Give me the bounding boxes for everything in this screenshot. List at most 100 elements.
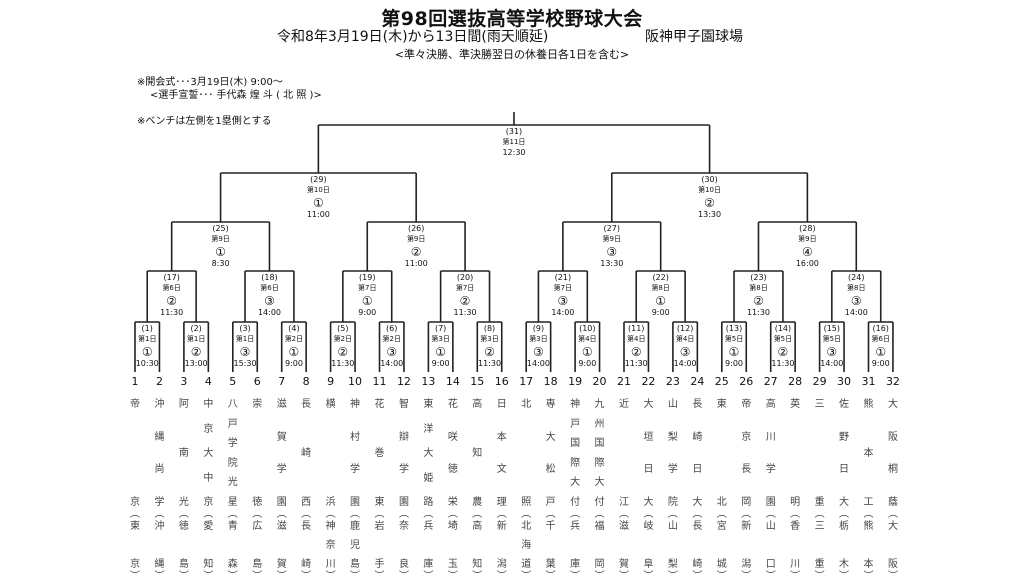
team-seed-number: 5: [229, 375, 237, 388]
team-seed-number: 32: [885, 375, 900, 388]
match-slot: ①: [728, 345, 740, 359]
match-day: 第3日: [431, 335, 450, 343]
team-seed-number: 14: [445, 375, 460, 388]
match-day: 第8日: [749, 284, 768, 292]
match-number: (24): [848, 273, 865, 282]
team-seed-number: 9: [327, 375, 335, 388]
match-slot: ①: [655, 294, 667, 308]
match-number: (20): [456, 273, 474, 282]
match-number: (26): [407, 224, 425, 233]
match-day: 第5日: [822, 335, 842, 343]
match-number: (15): [823, 324, 841, 333]
team-seed-number: 20: [592, 375, 607, 388]
match-slot: ①: [312, 196, 324, 210]
match-slot: ②: [777, 345, 789, 359]
match-day: 第7日: [553, 284, 573, 292]
match-day: 第1日: [235, 335, 255, 343]
match-number: (1): [141, 324, 153, 333]
match-time: 13:30: [698, 210, 722, 219]
match-slot: ②: [190, 345, 202, 359]
match-time: 11:00: [306, 210, 330, 219]
match-day: 第7日: [358, 284, 377, 292]
match-number: (2): [190, 324, 202, 333]
match-slot: ③: [264, 294, 275, 308]
team-seed-number: 15: [470, 375, 485, 388]
match-day: 第5日: [724, 335, 744, 343]
team-seed-number: 26: [739, 375, 754, 388]
match-slot: ①: [361, 294, 373, 308]
match-number: (28): [799, 224, 816, 233]
team-seed-number: 16: [494, 375, 509, 388]
team-seed-number: 2: [155, 375, 163, 388]
match-day: 第4日: [626, 335, 646, 343]
match-slot: ③: [557, 294, 569, 308]
match-slot: ②: [630, 345, 642, 359]
team-seed-number: 3: [180, 375, 188, 388]
team-seed-number: 24: [690, 375, 705, 388]
match-time: 9:00: [871, 359, 890, 368]
match-time: 11:30: [477, 359, 502, 368]
match-slot: ②: [484, 345, 495, 359]
match-slot: ①: [215, 245, 226, 259]
match-slot: ①: [435, 345, 446, 359]
match-time: 13:30: [600, 259, 624, 268]
match-number: (31): [505, 127, 523, 136]
match-time: 14:00: [380, 359, 404, 368]
match-slot: ②: [704, 196, 715, 210]
match-day: 第4日: [675, 335, 695, 343]
match-number: (23): [750, 273, 767, 282]
team-seed-number: 29: [812, 375, 827, 388]
team-seed-number: 18: [543, 375, 558, 388]
match-slot: ③: [850, 294, 862, 308]
match-time: 16:00: [795, 259, 819, 268]
schedule-period: 令和8年3月19日(木)から13日間(雨天順延): [277, 29, 549, 45]
bench-note: ※ベンチは左側を1塁側とする: [137, 116, 272, 127]
match-slot: ②: [166, 294, 178, 308]
match-slot: ③: [533, 345, 544, 359]
team-seed-number: 21: [617, 375, 631, 388]
match-time: 11:30: [160, 308, 184, 317]
team-seed-number: 12: [396, 375, 411, 388]
match-number: (10): [579, 324, 596, 333]
match-day: 第2日: [284, 335, 304, 343]
match-slot: ④: [801, 245, 813, 259]
match-slot: ③: [606, 245, 618, 259]
team-seed-number: 27: [763, 375, 778, 388]
team-seed-number: 11: [372, 375, 387, 388]
team-seed-number: 17: [519, 375, 534, 388]
match-slot: ③: [826, 345, 838, 359]
match-number: (12): [676, 324, 694, 333]
match-slot: ②: [337, 345, 349, 359]
match-day: 第8日: [651, 284, 670, 292]
team-seed-number: 28: [788, 375, 803, 388]
match-slot: ②: [753, 294, 764, 308]
match-number: (11): [628, 324, 645, 333]
team-seed-number: 10: [348, 375, 363, 388]
match-time: 14:00: [551, 308, 575, 317]
team-seed-number: 4: [204, 375, 212, 388]
match-slot: ②: [410, 245, 422, 259]
match-time: 11:00: [404, 259, 428, 268]
match-number: (18): [261, 273, 278, 282]
match-slot: ③: [386, 345, 398, 359]
match-day: 第11日: [502, 138, 526, 146]
